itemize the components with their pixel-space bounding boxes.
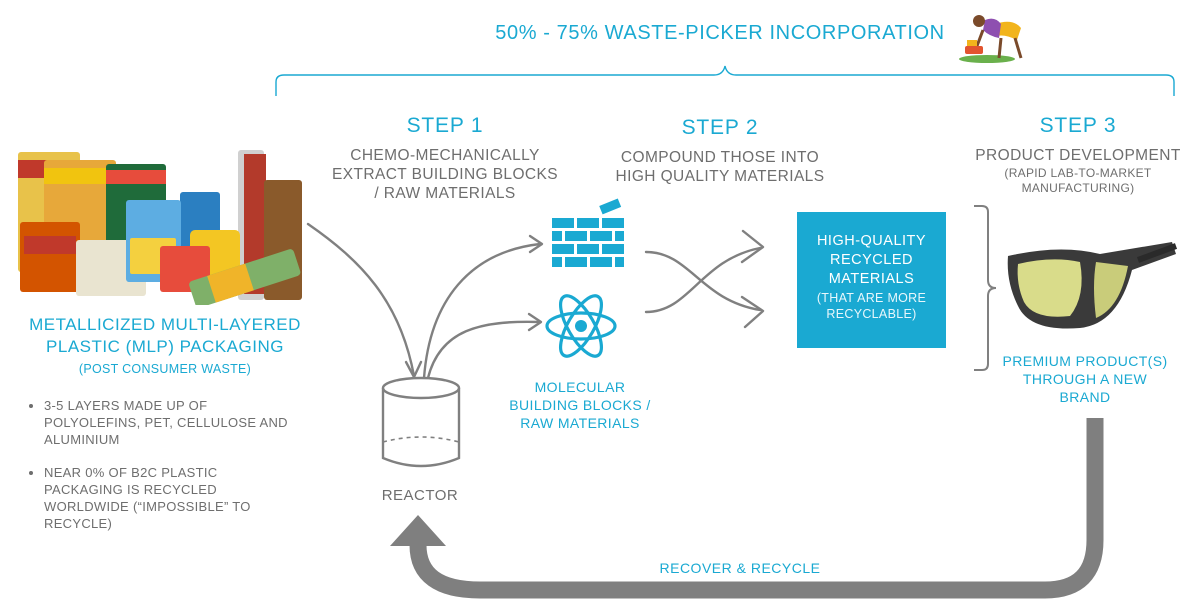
atom-icon [545,294,617,358]
waste-picker-icon [959,15,1023,63]
step3-desc: PRODUCT DEVELOPMENT [975,147,1181,164]
product-label: PREMIUM PRODUCT(S) THROUGH A NEW BRAND [1002,353,1168,405]
sunglasses-icon [1007,242,1178,329]
bullet-item: 3-5 LAYERS MADE UP OF POLYOLEFINS, PET, … [44,397,288,448]
incorporation-brace [275,65,1175,96]
step3-note: (RAPID LAB-TO-MARKET MANUFACTURING) [1004,166,1152,195]
bullet-item: NEAR 0% OF B2C PLASTIC PACKAGING IS RECY… [44,464,288,532]
incorporation-title: 50% - 75% WASTE-PICKER INCORPORATION [495,22,945,44]
product-bracket [974,205,997,371]
reactor-label: REACTOR [381,487,459,504]
molecular-label: MOLECULAR BUILDING BLOCKS / RAW MATERIAL… [509,379,651,431]
reactor-icon [381,376,461,468]
brick-wall-icon [552,198,624,267]
mlp-title: METALLICIZED MULTI-LAYERED PLASTIC (MLP)… [29,315,301,356]
step1-desc: CHEMO-MECHANICALLY EXTRACT BUILDING BLOC… [332,147,558,202]
recycled-materials-box: HIGH-QUALITY RECYCLED MATERIALS (THAT AR… [797,212,946,348]
step1-title: STEP 1 [406,114,484,137]
step2-desc: COMPOUND THOSE INTO HIGH QUALITY MATERIA… [615,149,825,185]
step2-title: STEP 2 [681,116,759,139]
mlp-subtitle: (POST CONSUMER WASTE) [78,362,252,376]
mlp-bullets: 3-5 LAYERS MADE UP OF POLYOLEFINS, PET, … [28,397,288,548]
recover-recycle-label: RECOVER & RECYCLE [659,560,821,576]
step3-title: STEP 3 [1039,114,1117,137]
packaging-pile-icon [18,150,302,305]
